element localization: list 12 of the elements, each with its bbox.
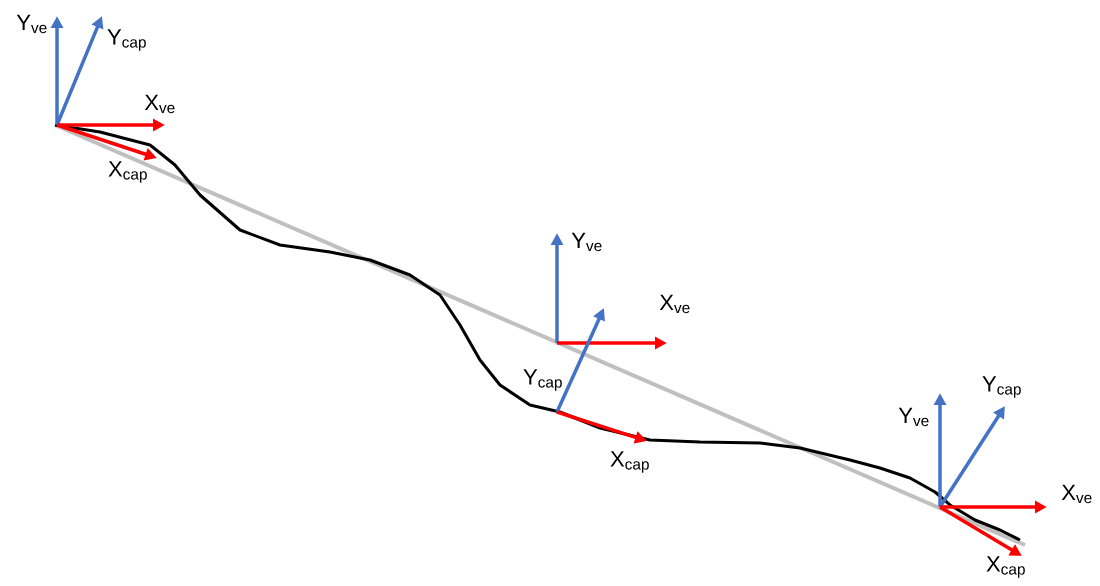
axis-label: X$_{cap}$ [108, 161, 147, 183]
axis-label: X$_{ve}$ [1061, 484, 1092, 504]
axis-label: Y$_{ve}$ [16, 14, 47, 34]
axis-label: Y$_{cap}$ [982, 376, 1021, 398]
axis-label: X$_{ve}$ [144, 94, 175, 114]
axis-label: Y$_{cap}$ [523, 369, 562, 391]
axis-label: Y$_{ve}$ [571, 232, 602, 252]
axis-label: X$_{cap}$ [986, 556, 1025, 578]
axis-label: Y$_{ve}$ [898, 407, 929, 427]
axis-label: Y$_{cap}$ [107, 29, 146, 51]
axis-label: X$_{ve}$ [659, 294, 690, 314]
axis-label: X$_{cap}$ [610, 451, 649, 473]
